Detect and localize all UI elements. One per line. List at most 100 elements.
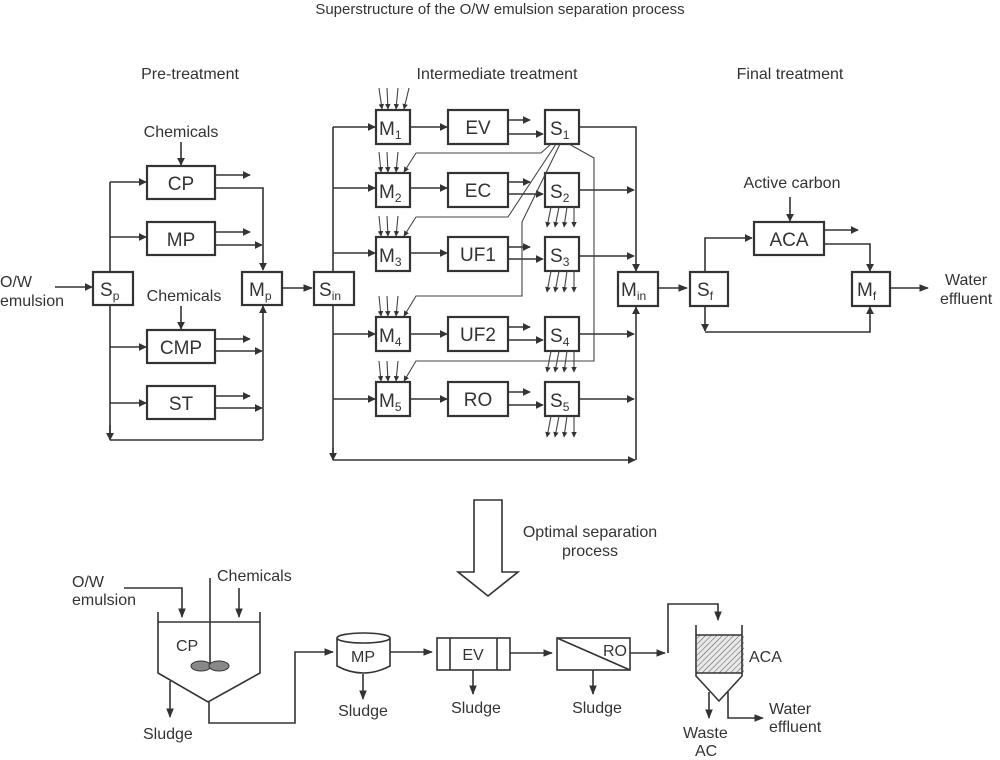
- feed-label-line2: emulsion: [0, 293, 64, 310]
- mixer-m3-label: M3: [379, 246, 402, 269]
- mixer-mf[interactable]: [850, 270, 892, 308]
- splitter-s1-label: S1: [550, 119, 570, 142]
- cp-tank-label: CP: [176, 638, 198, 655]
- transition: Optimal separation process: [455, 499, 657, 598]
- splitter-s5-label: S5: [550, 391, 570, 414]
- sludge-label-mp: Sludge: [338, 703, 388, 720]
- diagram-title: Superstructure of the O/W emulsion separ…: [315, 1, 684, 18]
- mixer-m5[interactable]: [374, 380, 412, 418]
- splitter-s3[interactable]: [543, 235, 581, 273]
- feed-label-line1: O/W: [0, 274, 33, 291]
- mixer-mf-label: Mf: [857, 280, 877, 303]
- unit-ev[interactable]: [446, 108, 510, 146]
- splitter-s3-label: S3: [550, 246, 570, 269]
- mixer-m4-label: M4: [379, 326, 402, 349]
- mixer-min-label: Min: [621, 280, 646, 303]
- pretreatment-block: O/W emulsion Sp Chemicals CP MP Chemical…: [0, 124, 313, 441]
- ro-unit-label: RO: [603, 643, 627, 660]
- splitter-sf-label: Sf: [697, 280, 714, 303]
- mixer-row-1: M1 EV S1: [374, 87, 581, 146]
- water-effluent-line1: Water: [945, 272, 988, 289]
- unit-st[interactable]: [145, 384, 217, 421]
- optimal-chemicals-label: Chemicals: [217, 568, 292, 585]
- unit-uf2-label: UF2: [460, 325, 496, 346]
- mixer-row-4: M4 UF2 S4: [374, 295, 635, 373]
- splitter-s4-label: S4: [550, 326, 570, 349]
- mixer-min[interactable]: [616, 270, 660, 308]
- optimal-water-line1: Water: [769, 701, 812, 718]
- unit-cp[interactable]: [145, 164, 217, 201]
- s1-recycle-lines: [403, 143, 595, 382]
- splitter-sf[interactable]: [688, 270, 730, 308]
- mixer-m2[interactable]: [374, 171, 412, 209]
- intermediate-block: Sin M1 EV S1 M2: [312, 87, 688, 464]
- unit-cmp-label: CMP: [160, 338, 202, 359]
- stirrer-blade-icon: [190, 660, 212, 672]
- cp-tank[interactable]: CP: [157, 578, 261, 703]
- unit-ro-label: RO: [464, 390, 493, 411]
- splitter-sin-label: Sin: [319, 280, 341, 303]
- final-block: Sf Active carbon ACA Mf Water effluent: [688, 175, 993, 333]
- splitter-sp[interactable]: [91, 270, 135, 307]
- splitter-s1[interactable]: [543, 108, 581, 146]
- unit-ec-label: EC: [465, 181, 491, 202]
- optimal-feed-line2: emulsion: [72, 592, 136, 609]
- waste-ac-line2: AC: [695, 743, 717, 760]
- water-effluent-line2: effluent: [940, 291, 993, 308]
- unit-uf1-label: UF1: [460, 245, 496, 266]
- section-pretreatment: Pre-treatment: [141, 66, 239, 83]
- mixer-m2-label: M2: [379, 182, 402, 205]
- unit-ec[interactable]: [446, 171, 510, 209]
- sludge-label-ro: Sludge: [572, 700, 622, 717]
- section-intermediate: Intermediate treatment: [417, 66, 579, 83]
- unit-st-label: ST: [169, 394, 194, 415]
- big-down-arrow-icon: [455, 499, 521, 598]
- carbon-bed: [697, 635, 744, 673]
- optimal-process: O/W emulsion Chemicals CP Sludge MP Slud…: [72, 568, 822, 760]
- unit-cp-label: CP: [168, 174, 194, 195]
- mixer-row-2: M2 EC S2: [374, 151, 635, 228]
- splitter-s4[interactable]: [543, 315, 581, 353]
- unit-aca-label: ACA: [769, 230, 808, 251]
- mixer-mp[interactable]: [240, 270, 284, 307]
- aca-column[interactable]: ACA: [695, 625, 782, 703]
- mixer-m1-label: M1: [379, 119, 402, 142]
- ro-unit[interactable]: RO: [556, 637, 631, 671]
- unit-uf1[interactable]: [446, 235, 510, 273]
- unit-mp[interactable]: [145, 220, 217, 257]
- ev-unit[interactable]: EV: [436, 637, 511, 671]
- active-carbon-label: Active carbon: [744, 175, 841, 192]
- sludge-label-ev: Sludge: [451, 700, 501, 717]
- unit-cmp[interactable]: [145, 328, 217, 365]
- splitter-sp-label: Sp: [100, 280, 120, 303]
- stirrer-blade-icon: [208, 660, 230, 672]
- splitter-sin[interactable]: [312, 270, 356, 307]
- mixer-row-5: M5 RO S5: [374, 360, 635, 438]
- mixer-m3[interactable]: [374, 235, 412, 273]
- mp-vessel-label: MP: [351, 649, 375, 666]
- unit-mp-label: MP: [167, 230, 196, 251]
- waste-ac-line1: Waste: [683, 725, 728, 742]
- transition-label-line2: process: [562, 543, 618, 560]
- chemicals-cmp-label: Chemicals: [147, 288, 222, 305]
- splitter-s2-label: S2: [550, 182, 570, 205]
- ev-unit-label: EV: [462, 647, 484, 664]
- transition-label-line1: Optimal separation: [523, 524, 657, 541]
- splitter-s5[interactable]: [543, 380, 581, 418]
- unit-ro[interactable]: [446, 380, 510, 418]
- unit-uf2[interactable]: [446, 315, 510, 353]
- splitter-s2[interactable]: [543, 171, 581, 209]
- mixer-mp-label: Mp: [249, 280, 272, 303]
- sludge-label-cp: Sludge: [143, 726, 193, 743]
- optimal-water-line2: effluent: [769, 719, 822, 736]
- unit-aca[interactable]: [752, 220, 826, 257]
- aca-column-label: ACA: [749, 649, 782, 666]
- unit-ev-label: EV: [465, 118, 491, 139]
- section-final: Final treatment: [737, 66, 844, 83]
- mixer-m5-label: M5: [379, 391, 402, 414]
- mp-vessel[interactable]: MP: [336, 632, 391, 674]
- optimal-feed-line1: O/W: [72, 574, 105, 591]
- mixer-row-3: M3 UF1 S3: [374, 215, 635, 293]
- chemicals-cp-label: Chemicals: [144, 124, 219, 141]
